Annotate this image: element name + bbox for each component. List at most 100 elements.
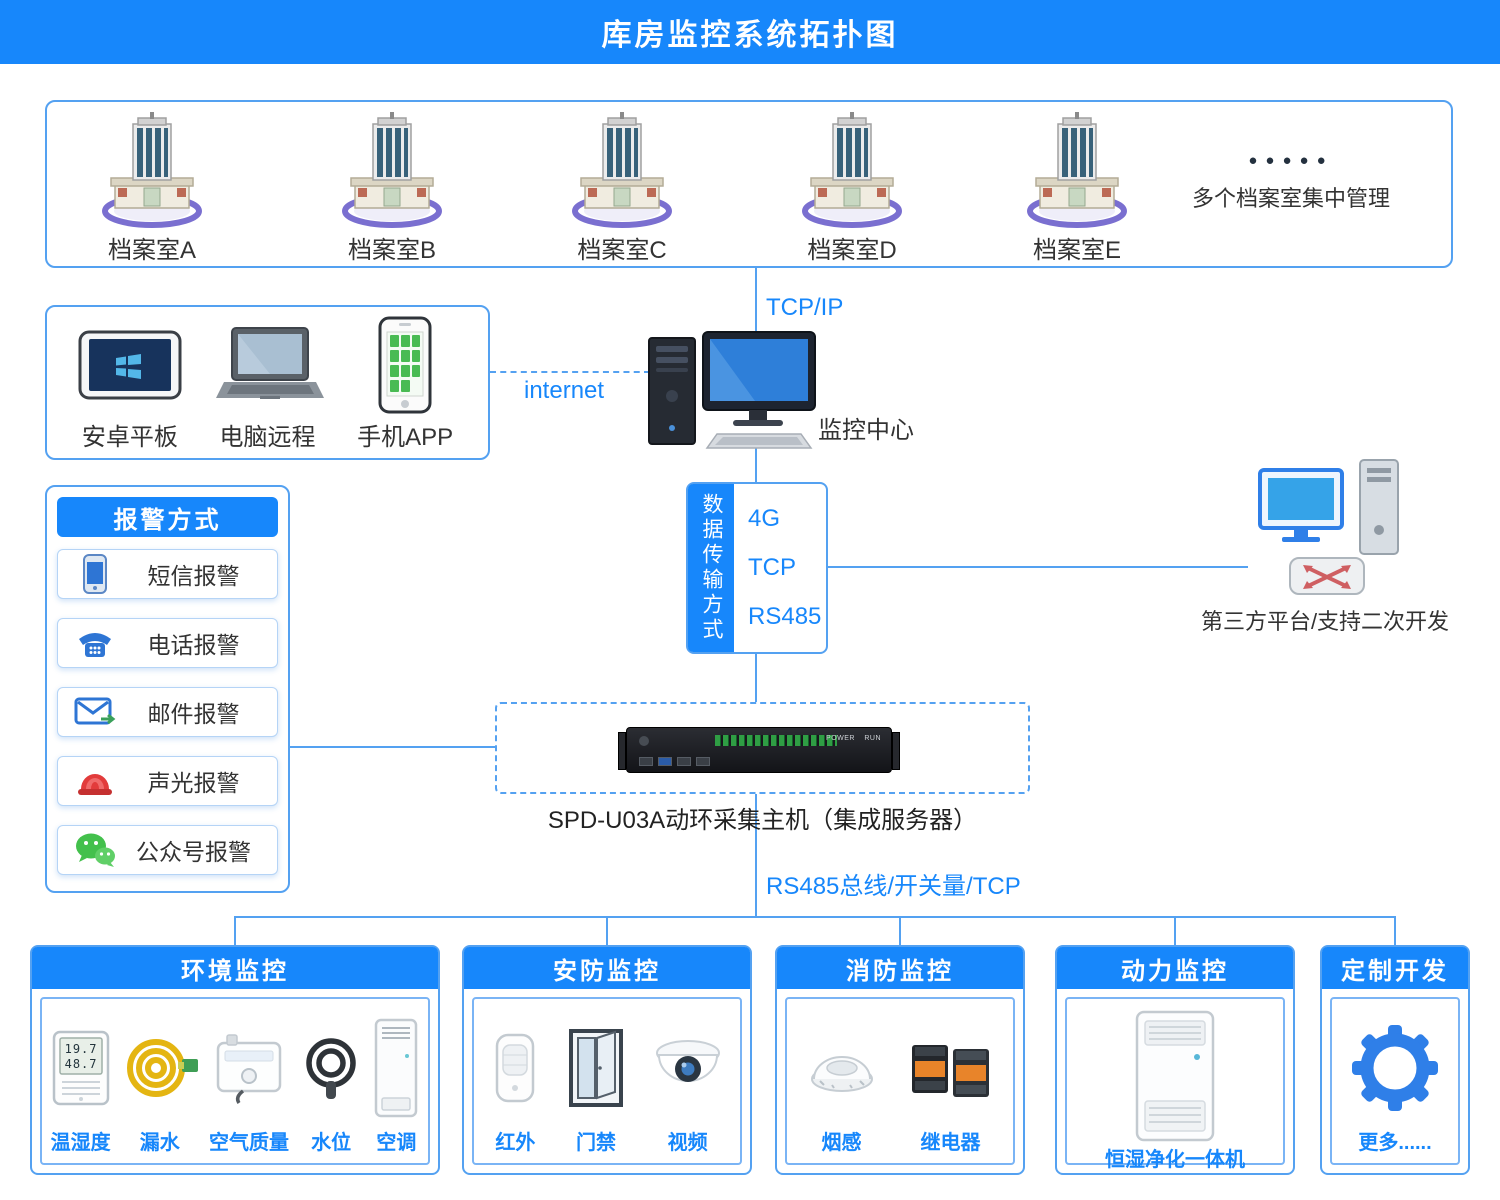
monitor-item-label: 继电器 <box>920 1132 981 1154</box>
archive-room-label: 档案室D <box>807 237 897 264</box>
connector-drop-security <box>606 916 608 947</box>
group-power-monitoring: 动力监控 恒 <box>1055 945 1295 1175</box>
rack-ports <box>639 757 710 766</box>
group-body: 恒湿净化一体机 <box>1065 997 1285 1171</box>
monitor-item-label: 温湿度 <box>50 1132 111 1154</box>
sms-phone-icon <box>72 554 118 594</box>
transmission-options: 4G TCP RS485 <box>734 484 826 652</box>
connector-drop-environment <box>234 916 236 947</box>
alarm-item-phone: 电话报警 <box>57 618 278 668</box>
monitor-item-label: 空调 <box>376 1132 417 1154</box>
relay-icon <box>907 1009 995 1126</box>
siren-icon <box>72 763 118 799</box>
archive-room-a: 档案室A <box>92 112 212 265</box>
monitor-item-label: 视频 <box>667 1132 708 1154</box>
client-label: 电脑远程 <box>219 424 316 451</box>
group-title: 环境监控 <box>32 947 438 989</box>
connector-bus-line <box>234 916 1396 918</box>
rack-power-led-label: POWER <box>826 735 855 742</box>
group-title: 消防监控 <box>777 947 1023 989</box>
page-title: 库房监控系统拓扑图 <box>0 0 1500 64</box>
pir-sensor-icon <box>490 1009 540 1126</box>
door-access-icon <box>565 1009 627 1126</box>
building-icon <box>1022 112 1132 230</box>
group-environment-monitoring: 环境监控 19.7 48.7 <box>30 945 440 1175</box>
leak-cable-icon <box>120 1009 200 1126</box>
alarm-item-label: 电话报警 <box>147 632 240 658</box>
building-icon <box>97 112 207 230</box>
rack-power-knob <box>639 736 649 746</box>
smoke-detector-icon <box>806 1009 878 1126</box>
monitoring-center-label: 监控中心 <box>818 417 914 444</box>
monitoring-center <box>645 330 825 457</box>
data-transmission-panel: 数据传输方式 4G TCP RS485 <box>686 482 828 654</box>
lcd-humidity-value: 48.7 <box>64 1056 98 1071</box>
client-smartphone: 手机APP <box>336 313 474 458</box>
monitor-item-label: 烟感 <box>821 1132 862 1154</box>
rack-ear <box>892 732 900 770</box>
monitor-item-relay: 继电器 <box>907 1009 995 1157</box>
ellipsis-dots-icon: ●●●●● <box>1248 152 1334 169</box>
transmission-option-4g: 4G <box>748 504 781 532</box>
monitor-item-temphum: 19.7 48.7 温湿度 <box>51 1009 111 1157</box>
connector-center-to-transmission <box>755 448 757 482</box>
group-fire-monitoring: 消防监控 烟感 <box>775 945 1025 1175</box>
gear-icon <box>1352 1009 1438 1126</box>
thirdparty-computer-router-icon <box>1258 459 1399 595</box>
alarm-item-label: 短信报警 <box>147 563 240 589</box>
monitor-item-label: 恒湿净化一体机 <box>1105 1149 1245 1171</box>
archive-more-note: ●●●●● 多个档案室集中管理 <box>1161 152 1421 213</box>
connector-drop-fire <box>899 916 901 947</box>
alarm-methods-panel: 报警方式 短信报警 <box>45 485 290 893</box>
archive-room-b: 档案室B <box>332 112 452 265</box>
monitor-item-label: 漏水 <box>139 1132 180 1154</box>
group-title: 安防监控 <box>464 947 750 989</box>
air-quality-sensor-icon <box>213 1009 285 1126</box>
water-level-probe-icon <box>298 1009 364 1126</box>
group-title: 动力监控 <box>1057 947 1293 989</box>
transmission-option-rs485: RS485 <box>748 603 822 631</box>
monitor-item-dehumidifier: 恒湿净化一体机 <box>1105 1009 1245 1171</box>
alarm-item-mail: 邮件报警 <box>57 687 278 737</box>
remote-clients-panel: 安卓平板 电脑远程 <box>45 305 490 460</box>
client-label: 安卓平板 <box>81 424 178 451</box>
monitor-item-leak: 漏水 <box>120 1009 200 1157</box>
dome-camera-icon <box>652 1009 724 1126</box>
monitor-item-label: 空气质量 <box>208 1132 289 1154</box>
monitor-item-camera: 视频 <box>652 1009 724 1157</box>
alarm-item-siren: 声光报警 <box>57 756 278 806</box>
mail-icon <box>72 695 118 729</box>
client-label: 手机APP <box>357 424 454 451</box>
lcd-temperature-value: 19.7 <box>64 1041 98 1056</box>
tcpip-label: TCP/IP <box>766 294 844 321</box>
transmission-option-tcp: TCP <box>748 553 796 581</box>
connector-drop-power <box>1174 916 1176 947</box>
group-body: 更多...... <box>1330 997 1460 1165</box>
group-body: 烟感 继电器 <box>785 997 1015 1165</box>
third-party-label: 第三方平台/支持二次开发 <box>1200 609 1450 634</box>
connector-server-to-bus <box>755 794 757 916</box>
archive-room-d: 档案室D <box>792 112 912 265</box>
third-party-platform <box>1250 458 1460 605</box>
group-title: 定制开发 <box>1322 947 1468 989</box>
air-conditioner-icon <box>373 1009 419 1126</box>
desktop-computer-icon <box>648 331 816 449</box>
tablet-icon <box>78 313 182 417</box>
telephone-icon <box>72 625 118 661</box>
dehumidifier-purifier-icon <box>1129 1009 1221 1143</box>
archive-room-label: 档案室E <box>1032 237 1121 264</box>
alarm-item-wechat: 公众号报警 <box>57 825 278 875</box>
rack-run-led-label: RUN <box>864 735 881 742</box>
archive-room-label: 档案室A <box>107 237 196 264</box>
transmission-vertical-title: 数据传输方式 <box>688 484 734 652</box>
building-icon <box>337 112 447 230</box>
monitor-item-more: 更多...... <box>1352 1009 1438 1157</box>
building-icon <box>567 112 677 230</box>
monitor-item-pir: 红外 <box>490 1009 540 1157</box>
monitor-item-label: 门禁 <box>575 1132 616 1154</box>
group-security-monitoring: 安防监控 红外 <box>462 945 752 1175</box>
monitor-item-door: 门禁 <box>565 1009 627 1157</box>
archive-note-text: 多个档案室集中管理 <box>1191 186 1390 211</box>
monitor-item-airquality: 空气质量 <box>209 1009 289 1157</box>
rs485-bus-label: RS485总线/开关量/TCP <box>766 873 1021 900</box>
